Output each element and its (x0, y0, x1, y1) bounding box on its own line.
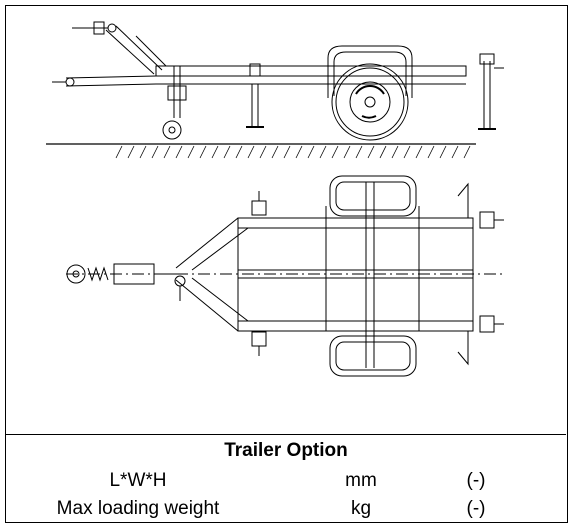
spec-unit: mm (345, 470, 377, 491)
spec-value: (-) (466, 470, 486, 491)
spec-value: (-) (466, 498, 486, 519)
spec-unit: kg (350, 498, 372, 519)
trailer-technical-drawing (6, 6, 566, 435)
spec-sheet: Trailer Option L*W*H mm (-) Max loading … (5, 5, 568, 523)
top-view (66, 175, 506, 377)
spec-name: Max loading weight (56, 498, 220, 519)
spec-name: L*W*H (109, 470, 167, 491)
spec-table-title: Trailer Option (224, 440, 348, 461)
side-view (46, 21, 504, 159)
trailer-drawing-svg (46, 21, 506, 377)
